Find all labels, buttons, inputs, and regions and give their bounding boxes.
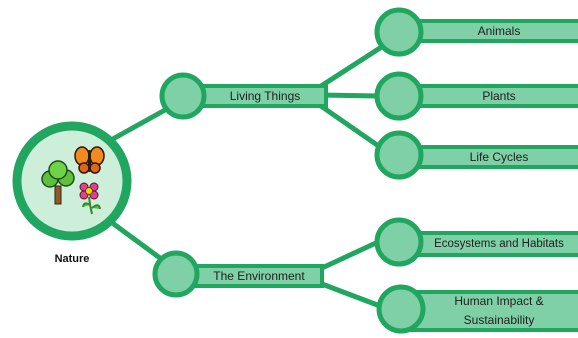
connector-root-environment [108,219,163,261]
leaf-label-animals: Animals [477,23,521,38]
connector-living-animals [315,45,383,91]
branch-label-the-environment: The Environment [213,268,305,283]
leaf-node-ecosystems[interactable] [374,217,424,267]
connector-living-plants [317,92,381,99]
leaf-node-plants[interactable] [374,71,424,121]
leaf-node-human-impact[interactable] [376,284,426,334]
leaf-node-animals[interactable] [374,7,424,57]
connector-env-humanimpact [319,281,383,309]
butterfly-icon [74,146,105,174]
leaf-label-plants: Plants [482,88,516,103]
branch-node-living-things[interactable] [159,72,207,120]
branch-label-living-things: Living Things [229,88,301,103]
connector-env-ecosystems [319,239,381,271]
tree-icon [41,160,75,205]
leaf-label-ecosystems: Ecosystems and Habitats [434,237,564,250]
leaf-node-life-cycles[interactable] [374,130,424,180]
connector-root-living [108,107,168,143]
leaf-label-life-cycles: Life Cycles [469,149,529,164]
leaf-label-human-impact-line1: Human Impact & [454,294,544,308]
connector-living-lifecycles [315,101,383,150]
leaf-label-human-impact-line2: Sustainability [463,313,535,327]
flower-icon [79,182,101,215]
branch-node-the-environment[interactable] [152,250,200,298]
root-label: Nature [54,252,90,265]
